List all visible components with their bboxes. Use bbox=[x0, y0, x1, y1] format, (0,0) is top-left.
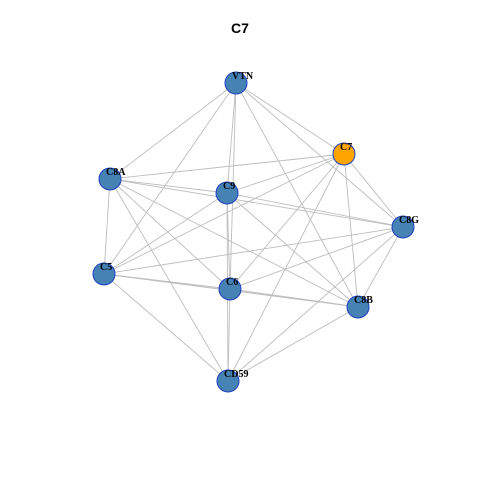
node-label-c8g: C8G bbox=[399, 215, 419, 226]
edge-c7-c6 bbox=[229, 153, 345, 290]
node-label-c6: C6 bbox=[226, 277, 238, 288]
node-label-c5: C5 bbox=[100, 262, 112, 273]
edge-vtn-c8b bbox=[235, 82, 359, 308]
edge-vtn-c9 bbox=[226, 82, 237, 194]
node-label-c7: C7 bbox=[340, 142, 352, 153]
edge-c7-c8a bbox=[109, 153, 345, 180]
node-c6[interactable] bbox=[218, 277, 242, 301]
node-c8g[interactable] bbox=[391, 215, 415, 239]
edge-c8g-c6 bbox=[229, 226, 404, 290]
edge-vtn-c8g bbox=[235, 82, 404, 228]
edge-c7-c9 bbox=[226, 153, 345, 194]
edge-c7-c8b bbox=[343, 153, 359, 308]
edge-c9-c8g bbox=[226, 192, 404, 228]
edge-c7-c5 bbox=[103, 153, 345, 275]
edge-c8g-cd59 bbox=[227, 226, 404, 382]
edges-layer bbox=[103, 82, 404, 382]
edge-c8b-cd59 bbox=[227, 306, 359, 382]
node-label-cd59: CD59 bbox=[224, 369, 248, 380]
edge-c6-c8b bbox=[229, 288, 359, 308]
node-label-c9: C9 bbox=[223, 181, 235, 192]
node-label-c8b: C8B bbox=[354, 295, 373, 306]
node-c7[interactable] bbox=[332, 142, 356, 166]
node-c5[interactable] bbox=[92, 262, 116, 286]
edge-c7-cd59 bbox=[227, 153, 345, 382]
node-vtn[interactable] bbox=[224, 71, 248, 95]
edge-c8g-c8b bbox=[357, 226, 404, 308]
edge-c8a-cd59 bbox=[109, 178, 229, 382]
edge-c8a-c8b bbox=[109, 178, 359, 308]
edge-c8a-c6 bbox=[109, 178, 231, 290]
edge-c5-cd59 bbox=[103, 273, 229, 382]
node-label-vtn: VTN bbox=[232, 71, 254, 82]
edge-c8a-c5 bbox=[103, 178, 111, 275]
edge-c6-cd59 bbox=[227, 288, 231, 382]
graph-title: C7 bbox=[231, 20, 249, 36]
edge-c9-c8b bbox=[226, 192, 359, 308]
edge-c8a-c8g bbox=[109, 178, 404, 228]
edge-vtn-c5 bbox=[103, 82, 237, 275]
node-cd59[interactable] bbox=[216, 369, 240, 393]
node-c8a[interactable] bbox=[98, 167, 122, 191]
node-label-c8a: C8A bbox=[106, 167, 126, 178]
edge-c8g-c5 bbox=[103, 226, 404, 275]
node-c8b[interactable] bbox=[346, 295, 370, 319]
edge-c8a-c9 bbox=[109, 178, 228, 194]
edge-c7-c8g bbox=[343, 153, 404, 228]
edge-c9-c5 bbox=[103, 192, 228, 275]
nodes-layer bbox=[92, 71, 415, 393]
edge-vtn-c8a bbox=[109, 82, 237, 180]
edge-vtn-c7 bbox=[235, 82, 345, 155]
node-c9[interactable] bbox=[215, 181, 239, 205]
